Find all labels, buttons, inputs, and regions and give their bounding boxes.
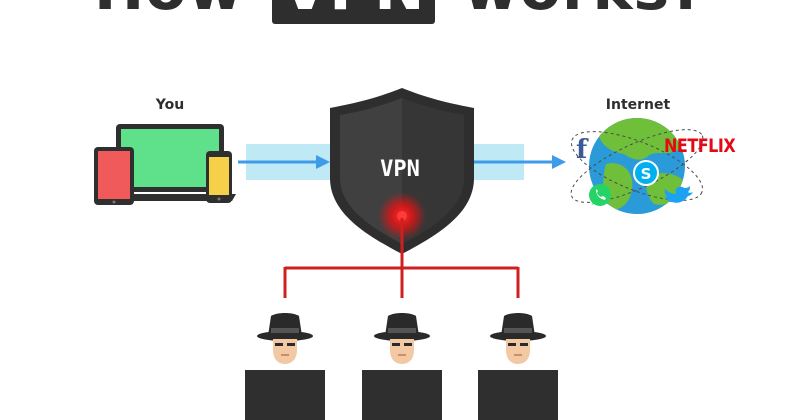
title-word-works: works? (463, 0, 706, 24)
hacker-icon-3 (478, 313, 558, 420)
leak-lines (283, 218, 520, 298)
netflix-logo: NETFLIX (664, 134, 736, 157)
label-you: You (155, 97, 185, 113)
arrow-right (466, 155, 566, 169)
leak-point (397, 211, 407, 221)
whatsapp-icon (589, 184, 611, 206)
diagram-title: How VPN works? (0, 0, 800, 24)
shield-label-vpn: VPN (380, 157, 420, 182)
skype-icon: S (633, 160, 659, 186)
twitter-icon (664, 186, 693, 203)
hacker-icon-2 (362, 313, 442, 420)
phone-icon (206, 151, 232, 203)
svg-text:S: S (641, 165, 652, 183)
title-word-how: How (94, 0, 244, 24)
tablet-icon (94, 147, 134, 205)
arrow-left (238, 155, 330, 169)
shield-icon (330, 88, 474, 254)
hacker-icon-1 (245, 313, 325, 420)
title-word-vpn: VPN (271, 0, 436, 24)
label-internet: Internet (605, 97, 671, 113)
facebook-icon: f (576, 135, 589, 165)
laptop-icon (104, 124, 236, 201)
